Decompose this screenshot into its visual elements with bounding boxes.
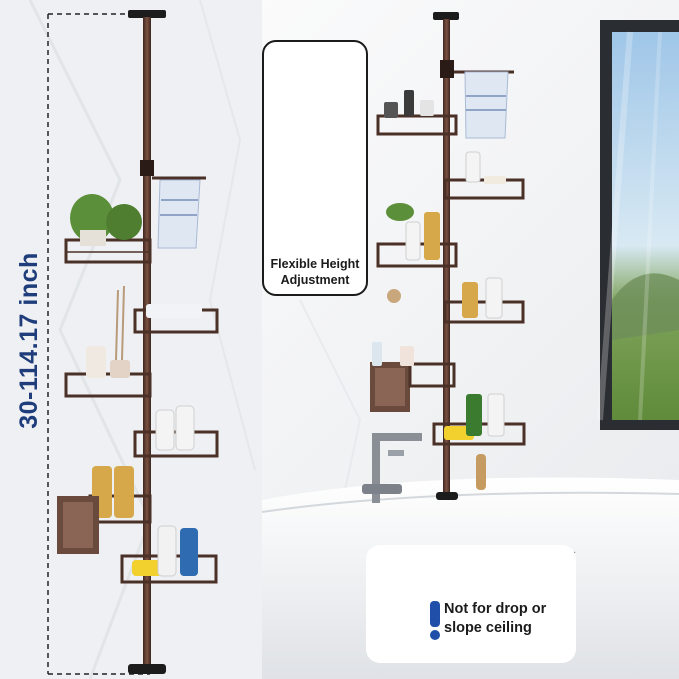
middle-basket-1 — [376, 90, 458, 136]
middle-basket-2 — [443, 151, 525, 200]
middle-basket-5 — [370, 342, 456, 412]
left-basket-4 — [133, 405, 219, 458]
flexible-height-line1: Flexible Height — [270, 257, 360, 271]
left-basket-5 — [57, 466, 152, 554]
middle-towel — [454, 70, 514, 139]
flexible-height-line2: Adjustment — [280, 273, 350, 287]
left-basket-6 — [120, 525, 218, 584]
ceiling-warning-callout: Not for drop or slope ceiling — [366, 545, 576, 663]
middle-basket-4 — [443, 277, 525, 324]
middle-basket-3 — [376, 203, 458, 303]
ceiling-warning-line1: Not for drop or — [444, 601, 547, 617]
plant-icon — [70, 194, 142, 246]
flexible-height-text: Flexible Height Adjustment — [264, 256, 366, 288]
height-range-label: 30-114.17 inch — [4, 120, 54, 560]
flexible-height-callout: Flexible Height Adjustment — [262, 40, 368, 296]
left-basket-1 — [64, 238, 152, 264]
middle-basket-6 — [432, 393, 526, 490]
height-range-text: 30-114.17 inch — [14, 251, 43, 429]
left-panel-background — [0, 0, 262, 679]
faucet-icon — [362, 433, 422, 503]
left-basket-3 — [64, 285, 152, 398]
ceiling-warning-text: Not for drop or slope ceiling — [444, 600, 574, 638]
left-basket-2 — [133, 304, 219, 334]
window — [597, 20, 679, 430]
middle-caddy-pole — [433, 12, 459, 500]
ceiling-warning-art — [430, 601, 440, 640]
exclamation-icon — [430, 601, 440, 640]
ceiling-warning-line2: slope ceiling — [444, 620, 532, 636]
left-caddy-pole — [128, 10, 166, 674]
towel-icon — [152, 176, 206, 249]
